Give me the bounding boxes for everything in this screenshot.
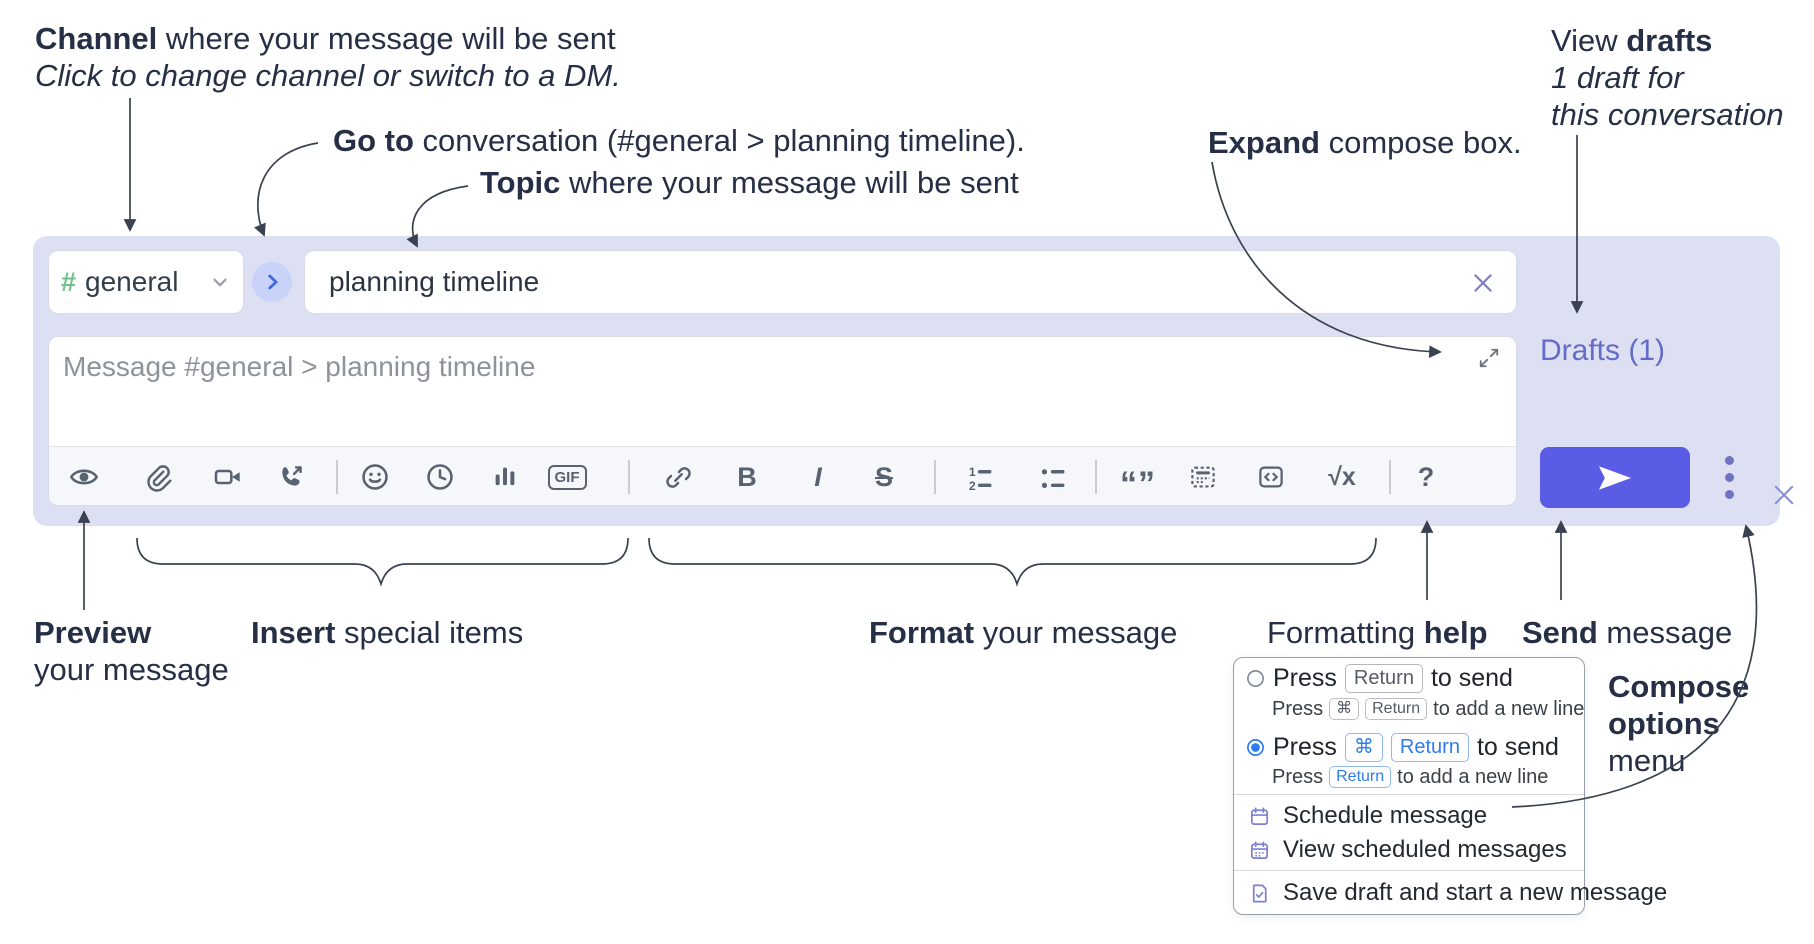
menu-item-view-scheduled[interactable]: View scheduled messages bbox=[1248, 834, 1567, 866]
calendar-scheduled-icon bbox=[1250, 840, 1269, 859]
global-time-icon[interactable] bbox=[416, 453, 464, 501]
spoiler-icon[interactable] bbox=[1179, 453, 1227, 501]
save-draft-icon bbox=[1252, 883, 1267, 903]
annotation-insert: Insert special items bbox=[251, 615, 524, 650]
toolbar-divider bbox=[1389, 460, 1391, 494]
annotation-view-drafts: View drafts 1 draft for this conversatio… bbox=[1551, 23, 1784, 132]
close-compose-icon[interactable] bbox=[1770, 481, 1798, 509]
annotation-formatting-help: Formatting help bbox=[1267, 615, 1488, 650]
toolbar-divider bbox=[934, 460, 936, 494]
popup-divider bbox=[1234, 794, 1584, 795]
annotation-send-message: Send message bbox=[1522, 615, 1733, 650]
expand-compose-icon[interactable] bbox=[1478, 347, 1500, 369]
link-icon[interactable] bbox=[654, 453, 702, 501]
topic-input[interactable] bbox=[305, 251, 1516, 313]
go-to-conversation-button[interactable] bbox=[252, 262, 292, 302]
option-cmd-enter-to-send-hint: Press Return to add a new line bbox=[1272, 765, 1549, 788]
toolbar-divider bbox=[628, 460, 630, 494]
strikethrough-icon[interactable]: S bbox=[874, 461, 893, 492]
annotation-compose-options: Compose options menu bbox=[1608, 669, 1750, 778]
poll-icon[interactable] bbox=[481, 453, 529, 501]
emoji-icon[interactable] bbox=[351, 453, 399, 501]
annotation-format: Format your message bbox=[869, 615, 1178, 650]
option-enter-to-send[interactable]: Press Return to send bbox=[1246, 663, 1513, 693]
radio-unselected-icon[interactable] bbox=[1246, 669, 1265, 688]
annotation-topic: Topic where your message will be sent bbox=[480, 165, 1019, 200]
channel-selector[interactable]: # general bbox=[48, 250, 244, 314]
menu-item-save-draft[interactable]: Save draft and start a new message bbox=[1248, 877, 1667, 909]
video-call-icon[interactable] bbox=[204, 453, 252, 501]
topic-field bbox=[304, 250, 1517, 314]
option-enter-to-send-hint: Press ⌘ Return to add a new line bbox=[1272, 697, 1585, 720]
menu-item-schedule-message[interactable]: Schedule message bbox=[1248, 800, 1487, 832]
drafts-link[interactable]: Drafts (1) bbox=[1540, 334, 1666, 367]
calendar-icon bbox=[1250, 806, 1269, 825]
bold-icon[interactable]: B bbox=[737, 461, 757, 492]
clear-topic-icon[interactable] bbox=[1470, 270, 1496, 296]
annotation-go-to: Go to conversation (#general > planning … bbox=[333, 123, 1025, 158]
message-compose-area bbox=[48, 336, 1517, 506]
math-icon[interactable]: √x bbox=[1328, 462, 1356, 491]
message-input[interactable] bbox=[49, 337, 1516, 447]
quote-icon[interactable]: “” bbox=[1120, 465, 1156, 503]
chevron-down-icon bbox=[213, 278, 227, 287]
toolbar-divider bbox=[336, 460, 338, 494]
popup-divider bbox=[1234, 870, 1584, 871]
compose-toolbar bbox=[49, 446, 1516, 505]
option-cmd-enter-to-send[interactable]: Press ⌘ Return to send bbox=[1246, 732, 1559, 762]
annotation-preview: Preview your message bbox=[34, 615, 229, 687]
message-formatting-help-icon[interactable]: ? bbox=[1417, 461, 1435, 492]
compose-options-menu-icon[interactable] bbox=[1717, 452, 1741, 502]
chevron-right-icon bbox=[268, 274, 278, 290]
code-icon[interactable] bbox=[1247, 453, 1295, 501]
send-button[interactable] bbox=[1540, 447, 1690, 508]
italic-icon[interactable]: I bbox=[814, 461, 822, 492]
channel-hash-icon: # bbox=[61, 266, 77, 297]
gif-icon[interactable]: GIF bbox=[543, 453, 591, 501]
numbered-list-icon[interactable]: 1 2 bbox=[956, 453, 1004, 501]
radio-selected-icon[interactable] bbox=[1246, 738, 1265, 757]
preview-icon[interactable] bbox=[60, 453, 108, 501]
attach-file-icon[interactable] bbox=[133, 453, 181, 501]
channel-name: general bbox=[85, 266, 179, 297]
toolbar-divider bbox=[1095, 460, 1097, 494]
bulleted-list-icon[interactable] bbox=[1029, 453, 1077, 501]
svg-text:2: 2 bbox=[968, 478, 975, 492]
svg-text:1: 1 bbox=[968, 465, 975, 479]
compose-options-popup: Press Return to send Press ⌘ Return to a… bbox=[1233, 657, 1667, 915]
send-plane-icon bbox=[1598, 465, 1632, 490]
annotation-channel: Channel where your message will be sent … bbox=[35, 21, 621, 93]
annotation-expand: Expand compose box. bbox=[1208, 125, 1522, 160]
voice-call-icon[interactable] bbox=[266, 453, 314, 501]
